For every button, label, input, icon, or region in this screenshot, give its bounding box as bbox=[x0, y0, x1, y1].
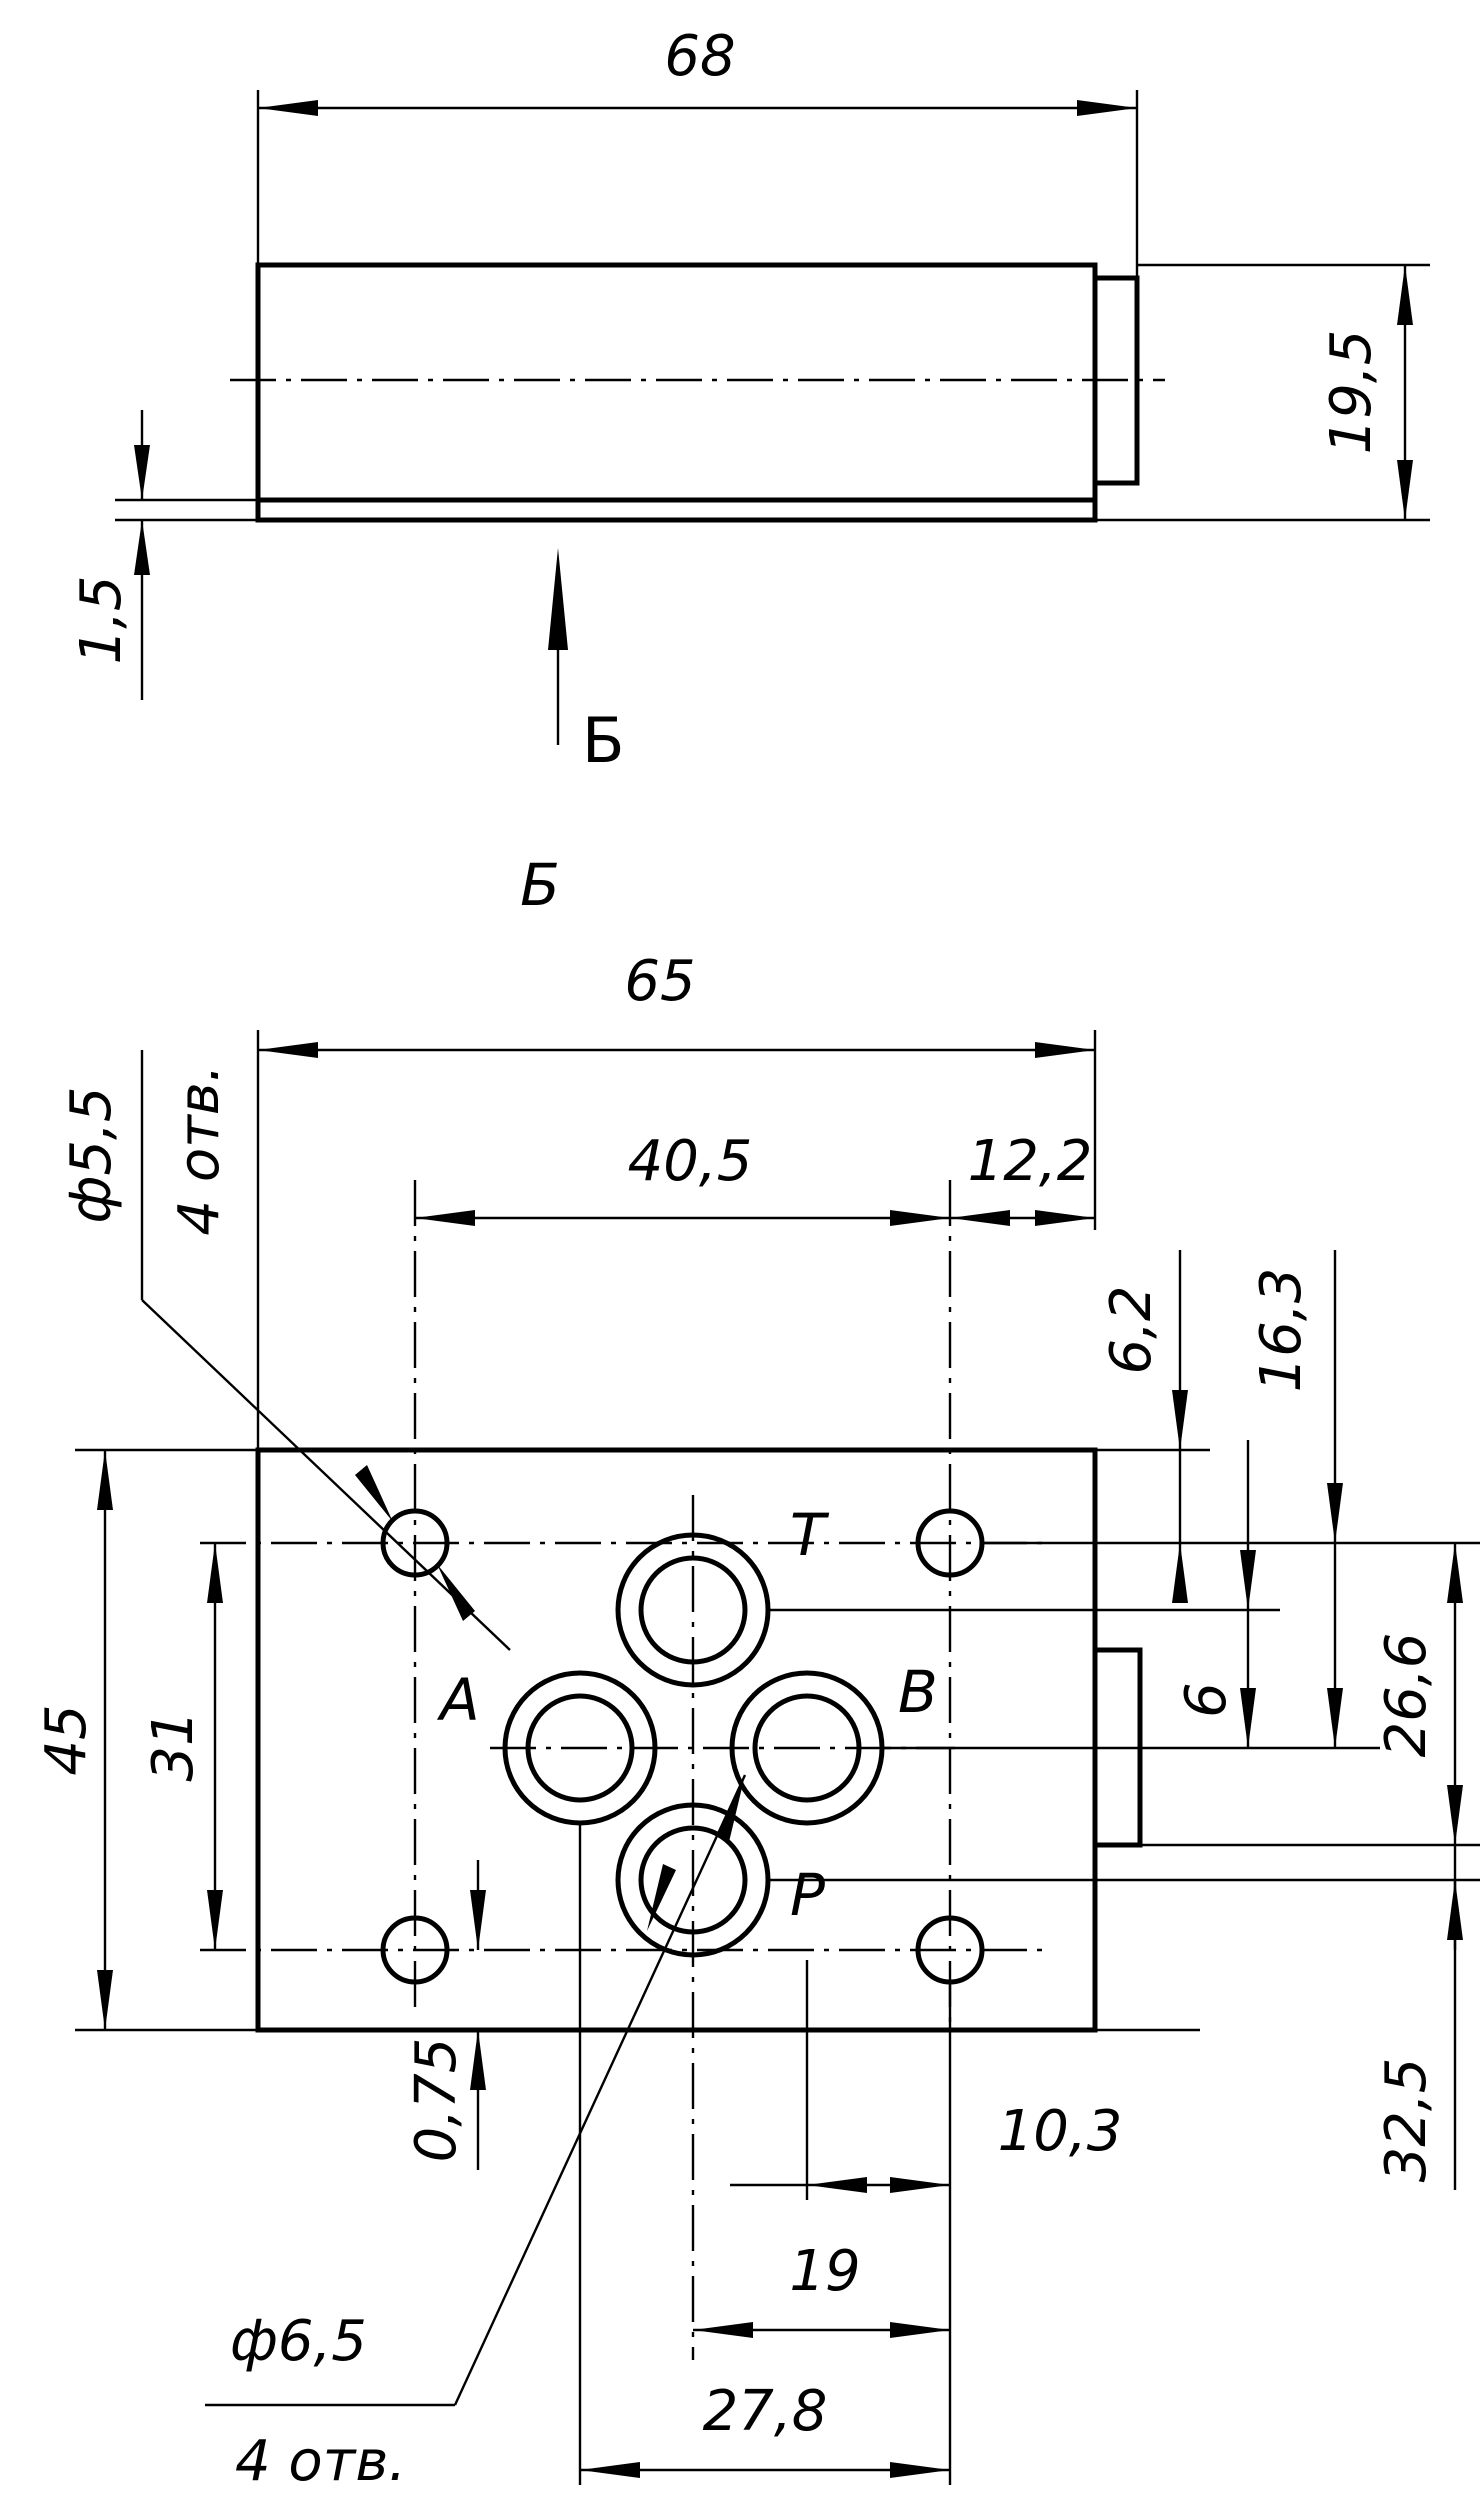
arrow-1-5-down bbox=[134, 445, 150, 500]
arrow-27-8-right bbox=[890, 2462, 950, 2478]
arrow-6-2-up bbox=[1172, 1543, 1188, 1603]
leader-port bbox=[453, 1774, 747, 2406]
port-a-inner bbox=[525, 1693, 635, 1803]
dim-0-75-label: 0,75 bbox=[404, 2038, 469, 2163]
dim-68-label: 68 bbox=[664, 24, 735, 89]
view-arrow-letter: Б bbox=[582, 704, 625, 777]
side-view: 68 19,5 1,5 Б bbox=[69, 24, 1430, 777]
dim-31-label: 31 bbox=[141, 1710, 206, 1781]
arrow-32-5-top bbox=[1447, 1880, 1463, 1940]
side-view-body bbox=[255, 262, 1098, 523]
leader-port-arrow-b bbox=[647, 1864, 676, 1931]
arrow-6-2-down bbox=[1172, 1390, 1188, 1450]
arrow-19-left bbox=[693, 2322, 753, 2338]
arrow-26-6-top bbox=[1447, 1543, 1463, 1603]
leader-mount-hole bbox=[141, 1299, 511, 1651]
dim-16-3-label: 16,3 bbox=[1249, 1268, 1314, 1393]
dim-27-8-label: 27,8 bbox=[703, 2379, 828, 2444]
port-label-a: A bbox=[436, 1666, 480, 1734]
arrow-65-right bbox=[1035, 1042, 1095, 1058]
arrow-1-5-up bbox=[134, 520, 150, 575]
port-label-t: T bbox=[790, 1501, 830, 1569]
arrow-68-right bbox=[1077, 100, 1137, 116]
arrow-0-75-up bbox=[470, 2030, 486, 2090]
arrow-40-5-left bbox=[415, 1210, 475, 1226]
arrow-31-top bbox=[207, 1543, 223, 1603]
arrow-19-5-top bbox=[1397, 265, 1413, 325]
port-dia-label: ф6,5 bbox=[230, 2309, 367, 2374]
dim-26-6-label: 26,6 bbox=[1374, 1633, 1439, 1758]
arrow-27-8-left bbox=[580, 2462, 640, 2478]
arrow-10-3-left bbox=[807, 2177, 867, 2193]
mount-hole-top-left bbox=[380, 1508, 450, 1578]
leader-mount-hole-arrow-a bbox=[355, 1465, 393, 1522]
port-p-inner bbox=[638, 1825, 748, 1935]
port-label-p: P bbox=[790, 1861, 825, 1929]
view-arrow-head bbox=[548, 548, 568, 650]
arrow-40-5-right bbox=[890, 1210, 950, 1226]
port-b-inner bbox=[752, 1693, 862, 1803]
arrow-65-left bbox=[258, 1042, 318, 1058]
dim-32-5-label: 32,5 bbox=[1374, 2058, 1439, 2183]
dim-10-3-label: 10,3 bbox=[998, 2099, 1123, 2164]
arrow-16-3-up bbox=[1327, 1688, 1343, 1748]
leader-port-arrow-a bbox=[716, 1775, 745, 1842]
arrow-19-right bbox=[890, 2322, 950, 2338]
arrow-0-75-down bbox=[470, 1890, 486, 1950]
arrow-10-3-right bbox=[890, 2177, 950, 2193]
dim-19-label: 19 bbox=[789, 2239, 860, 2304]
dim-6-2-label: 6,2 bbox=[1099, 1285, 1164, 1374]
mount-hole-dia-label: ф5,5 bbox=[59, 1087, 124, 1224]
arrow-12-2-right bbox=[1035, 1210, 1095, 1226]
dim-19-5-label: 19,5 bbox=[1319, 330, 1384, 455]
arrow-6-up bbox=[1240, 1688, 1256, 1748]
arrow-31-bottom bbox=[207, 1890, 223, 1950]
mount-hole-count-label: 4 отв. bbox=[167, 1064, 232, 1235]
arrow-45-bottom bbox=[97, 1970, 113, 2030]
dim-1-5-label: 1,5 bbox=[69, 575, 134, 664]
arrow-6-down bbox=[1240, 1550, 1256, 1610]
mount-hole-bottom-left bbox=[380, 1915, 450, 1985]
arrow-12-2-left bbox=[950, 1210, 1010, 1226]
dim-45-label: 45 bbox=[34, 1704, 99, 1775]
arrow-19-5-bottom bbox=[1397, 460, 1413, 520]
port-t-inner bbox=[638, 1555, 748, 1665]
dim-40-5-label: 40,5 bbox=[628, 1129, 753, 1194]
bottom-view: Б T A B bbox=[34, 851, 1480, 2494]
dim-12-2-label: 12,2 bbox=[968, 1129, 1093, 1194]
arrow-68-left bbox=[258, 100, 318, 116]
arrow-16-3-down bbox=[1327, 1483, 1343, 1543]
dim-65-label: 65 bbox=[624, 949, 695, 1014]
port-count-label: 4 отв. bbox=[235, 2429, 406, 2494]
dim-6-label: 6 bbox=[1174, 1682, 1239, 1718]
leader-mount-hole-arrow-b bbox=[437, 1564, 475, 1621]
arrow-26-6-bottom bbox=[1447, 1785, 1463, 1845]
arrow-45-top bbox=[97, 1450, 113, 1510]
view-title: Б bbox=[520, 851, 560, 919]
port-label-b: B bbox=[898, 1658, 938, 1726]
